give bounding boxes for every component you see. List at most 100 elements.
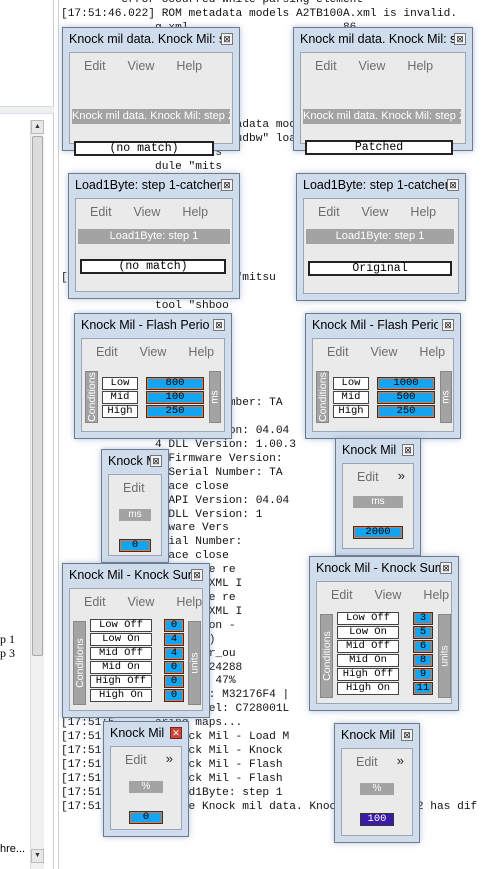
value-cell[interactable]: 2000 [353, 526, 403, 539]
close-icon[interactable]: ⊠ [191, 569, 203, 581]
scroll-up-arrow-icon[interactable]: ▲ [31, 120, 44, 134]
close-icon[interactable]: ✕ [170, 727, 182, 739]
scroll-down-arrow-icon[interactable]: ▼ [31, 849, 44, 863]
close-icon[interactable]: ⊠ [454, 33, 466, 45]
close-icon[interactable]: ⊠ [442, 319, 454, 331]
window-title-bar[interactable]: Knock Mil - Knock Sum [63, 564, 209, 588]
window-knock-mil-small-1[interactable]: Knock Mil ⊠ Edit ms 0 [101, 449, 169, 563]
table-cell-mid-off[interactable]: 6 [413, 640, 433, 653]
window-knock-mil-percent-1[interactable]: Knock Mil ✕ Edit » % 0 [103, 721, 189, 837]
table-cell-high-off[interactable]: 9 [413, 668, 433, 681]
window-knock-mil-data-1[interactable]: Knock mil data. Knock Mil: step 2 ⊠ Edit… [62, 27, 240, 156]
window-flash-period-2[interactable]: Knock Mil - Flash Period ⊠ Edit View Hel… [305, 313, 461, 439]
table-cell-low-off[interactable]: 0 [164, 619, 184, 632]
menu-help[interactable]: Help [176, 59, 203, 73]
menu-help[interactable]: Help [176, 595, 203, 609]
window-title-bar[interactable]: Load1Byte: step 1-catcher_out.bin [69, 174, 239, 198]
window-knock-sum-2[interactable]: Knock Mil - Knock Sum ⊠ Edit View Help C… [309, 556, 459, 711]
value-display[interactable]: (no match) [74, 141, 214, 156]
window-title-bar[interactable]: Load1Byte: step 1-catcher_out.bin [297, 174, 465, 198]
window-knock-mil-data-2[interactable]: Knock mil data. Knock Mil: step 2 ⊠ Edit… [293, 27, 473, 155]
close-icon[interactable]: ⊠ [213, 319, 225, 331]
selected-table-label[interactable]: Load1Byte: step 1 [306, 229, 454, 244]
window-knock-sum-1[interactable]: Knock Mil - Knock Sum ⊠ Edit View Help C… [62, 563, 210, 718]
menu-edit[interactable]: Edit [331, 588, 353, 602]
window-title-bar[interactable]: Knock Mil [104, 722, 188, 746]
window-title-bar[interactable]: Knock Mil [336, 439, 420, 463]
window-flash-period-1[interactable]: Knock Mil - Flash Period ⊠ Edit View Hel… [74, 313, 232, 439]
menu-view[interactable]: View [127, 59, 155, 73]
table-cell-low[interactable]: 1000 [377, 377, 435, 390]
menu-edit[interactable]: Edit [318, 205, 340, 219]
menu-help[interactable]: Help [182, 205, 209, 219]
close-icon[interactable]: ⊠ [440, 562, 452, 574]
value-cell[interactable]: 0 [119, 539, 151, 552]
menu-view[interactable]: View [374, 588, 402, 602]
value-cell[interactable]: 100 [360, 813, 394, 826]
value-cell[interactable]: 0 [129, 811, 163, 824]
menu-help[interactable]: Help [188, 345, 215, 359]
close-icon[interactable]: ⊠ [401, 729, 413, 741]
selected-table-label[interactable]: Knock mil data. Knock Mil: step 2 [72, 109, 230, 124]
menu-view[interactable]: View [361, 205, 389, 219]
table-cell-high[interactable]: 250 [377, 405, 435, 418]
table-cell-low[interactable]: 800 [146, 377, 204, 390]
menu-edit[interactable]: Edit [84, 59, 106, 73]
window-title-bar[interactable]: Knock Mil [335, 724, 419, 748]
menu-edit[interactable]: Edit [356, 755, 378, 769]
selected-table-label[interactable]: Knock mil data. Knock Mil: step 2 [303, 109, 461, 124]
menu-edit[interactable]: Edit [125, 753, 147, 767]
window-title-bar[interactable]: Knock Mil [102, 450, 168, 474]
menu-edit[interactable]: Edit [84, 595, 106, 609]
window-knock-mil-percent-2[interactable]: Knock Mil ⊠ Edit » % 100 [334, 723, 420, 843]
chevron-double-right-icon[interactable]: » [397, 468, 405, 483]
window-load1byte-2[interactable]: Load1Byte: step 1-catcher_out.bin ⊠ Edit… [296, 173, 466, 301]
chevron-double-right-icon[interactable]: » [165, 751, 173, 766]
menu-edit[interactable]: Edit [123, 481, 145, 495]
menu-view[interactable]: View [358, 59, 386, 73]
menu-help[interactable]: Help [423, 588, 450, 602]
table-cell-low-on[interactable]: 4 [164, 633, 184, 646]
menu-edit[interactable]: Edit [90, 205, 112, 219]
table-cell-mid-on[interactable]: 0 [164, 661, 184, 674]
menu-edit[interactable]: Edit [315, 59, 337, 73]
selected-table-label[interactable]: Load1Byte: step 1 [78, 229, 230, 244]
table-cell-high-on[interactable]: 11 [413, 682, 433, 695]
close-icon[interactable]: ⊠ [221, 33, 233, 45]
value-display[interactable]: (no match) [80, 259, 226, 274]
window-load1byte-1[interactable]: Load1Byte: step 1-catcher_out.bin ⊠ Edit… [68, 173, 240, 299]
window-title-bar[interactable]: Knock Mil - Flash Period [75, 314, 231, 338]
menu-view[interactable]: View [370, 345, 398, 359]
table-cell-high[interactable]: 250 [146, 405, 204, 418]
menu-edit[interactable]: Edit [357, 470, 379, 484]
close-icon[interactable]: ⊠ [447, 179, 459, 191]
menu-edit[interactable]: Edit [327, 345, 349, 359]
window-title-bar[interactable]: Knock mil data. Knock Mil: step 2 [63, 28, 239, 52]
window-title-bar[interactable]: Knock Mil - Flash Period [306, 314, 460, 338]
table-cell-high-off[interactable]: 0 [164, 675, 184, 688]
window-title-bar[interactable]: Knock Mil - Knock Sum [310, 557, 458, 581]
window-title-bar[interactable]: Knock mil data. Knock Mil: step 2 [294, 28, 472, 52]
menu-view[interactable]: View [133, 205, 161, 219]
menu-view[interactable]: View [127, 595, 155, 609]
table-cell-mid-on[interactable]: 8 [413, 654, 433, 667]
table-cell-mid[interactable]: 500 [377, 391, 435, 404]
close-icon[interactable]: ⊠ [221, 179, 233, 191]
chevron-double-right-icon[interactable]: » [396, 753, 404, 768]
table-cell-mid-off[interactable]: 4 [164, 647, 184, 660]
menu-view[interactable]: View [139, 345, 167, 359]
menu-help[interactable]: Help [407, 59, 434, 73]
left-pane-scrollbar[interactable]: ▲ ▼ [30, 120, 44, 869]
table-cell-low-off[interactable]: 3 [413, 612, 433, 625]
value-display[interactable]: Patched [305, 140, 453, 155]
close-icon[interactable]: ⊠ [402, 444, 414, 456]
menu-edit[interactable]: Edit [96, 345, 118, 359]
value-display[interactable]: Original [308, 261, 452, 276]
scrollbar-thumb[interactable] [32, 136, 43, 656]
table-cell-mid[interactable]: 100 [146, 391, 204, 404]
menu-help[interactable]: Help [419, 345, 446, 359]
table-cell-high-on[interactable]: 0 [164, 689, 184, 702]
table-cell-low-on[interactable]: 5 [413, 626, 433, 639]
close-icon[interactable]: ⊠ [150, 455, 162, 467]
window-knock-mil-small-2[interactable]: Knock Mil ⊠ Edit » ms 2000 [335, 438, 421, 556]
